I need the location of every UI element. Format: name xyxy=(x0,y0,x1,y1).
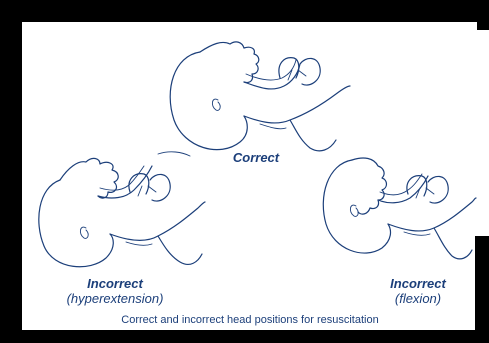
label-incorrect-hyperextension-title: Incorrect xyxy=(45,276,185,291)
label-correct: Correct xyxy=(226,150,286,165)
label-incorrect-flexion-title: Incorrect xyxy=(378,276,458,291)
label-incorrect-hyperextension-sub: (hyperextension) xyxy=(45,291,185,306)
black-frame-bottom xyxy=(0,330,489,343)
label-correct-text: Correct xyxy=(233,150,279,165)
label-incorrect-flexion: Incorrect (flexion) xyxy=(378,276,458,306)
black-frame-right-bottom xyxy=(475,236,489,343)
infant-head-hyperextension-illustration xyxy=(30,150,205,275)
label-incorrect-flexion-sub: (flexion) xyxy=(378,291,458,306)
black-frame-left xyxy=(0,0,22,343)
label-incorrect-hyperextension: Incorrect (hyperextension) xyxy=(45,276,185,306)
figure-caption: Correct and incorrect head positions for… xyxy=(60,313,440,327)
black-frame-top xyxy=(0,0,489,22)
black-frame-right-top xyxy=(477,0,489,30)
infant-head-flexion-illustration xyxy=(316,150,476,275)
infant-head-correct-illustration xyxy=(160,30,350,160)
